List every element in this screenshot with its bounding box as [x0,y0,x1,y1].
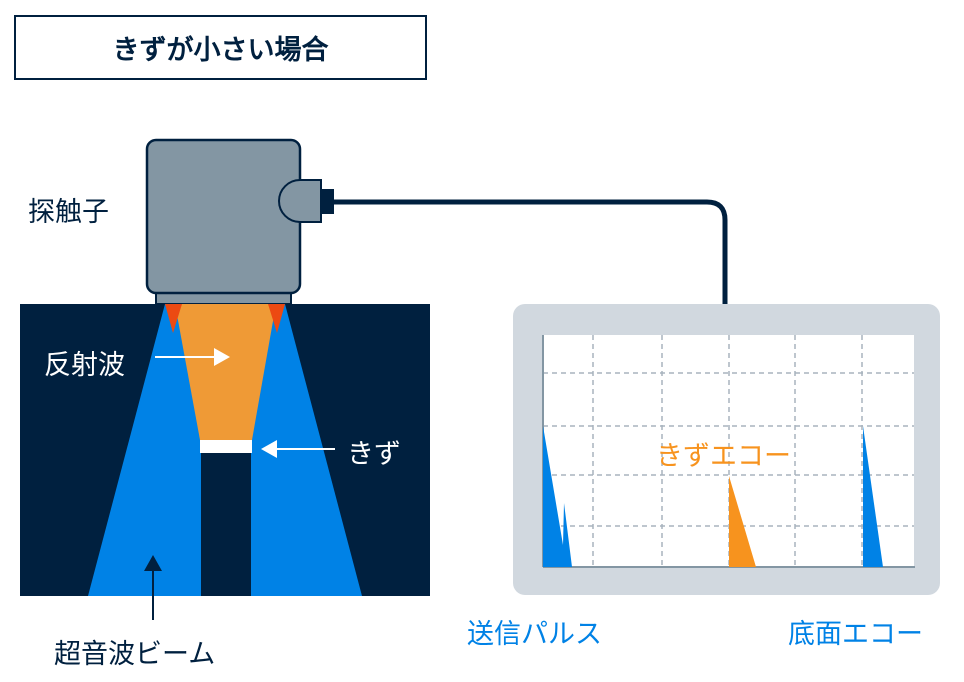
flaw-echo-label: きずエコー [656,441,791,472]
beam-arrow-icon [144,555,162,620]
transmit-pulse-label: 送信パルス [467,619,602,650]
reflected-arrow-icon [155,348,230,366]
reflected-wave-label: 反射波 [44,350,125,381]
beam-edge-right [268,304,285,333]
transmit-pulse-peak [543,426,572,567]
cable [334,199,728,305]
flaw-shadow [201,453,251,596]
ultrasonic-beam-label: 超音波ビーム [54,639,216,670]
flaw [200,440,252,453]
probe-label: 探触子 [28,197,109,228]
back-echo-label: 底面エコー [788,619,923,650]
title: きずが小さい場合 [112,35,329,66]
probe-body [145,138,302,295]
beam-edge-left [165,304,182,333]
flaw-label: きず [347,439,401,470]
flaw-arrow-icon [261,440,335,458]
reflected-wave [175,304,276,440]
flaw-echo-peak [729,476,756,567]
title-box: きずが小さい場合 [14,15,427,80]
probe-connector [278,179,322,223]
connector-plug [321,189,334,214]
screen-grid [543,335,914,567]
back-echo-peak [863,426,883,567]
